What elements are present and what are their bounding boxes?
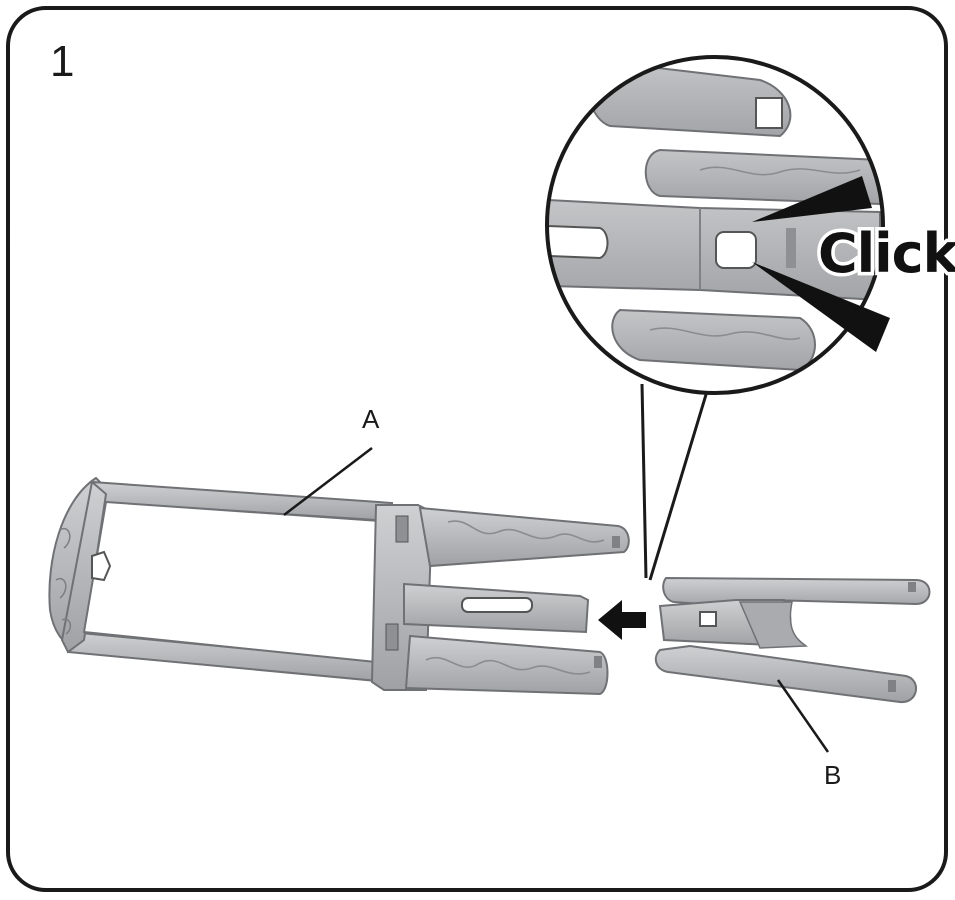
part-a-hub-slot-top — [395, 515, 409, 543]
part-a-lower-prong-tip — [594, 656, 602, 668]
part-a — [48, 476, 630, 696]
arrow-left-icon — [598, 600, 646, 640]
step-number: 1 — [50, 37, 74, 86]
part-a-end-texture — [55, 527, 72, 635]
leader-line-a — [283, 447, 373, 516]
part-a-hub-slot-bottom — [385, 623, 399, 651]
part-b-upper-arm-tip — [908, 582, 916, 592]
label-b: B — [824, 760, 841, 790]
click-burst-icon — [752, 176, 890, 352]
part-a-clip — [91, 550, 112, 582]
part-b-lower-arm-tip — [888, 680, 896, 692]
zoom-detail — [547, 57, 883, 393]
part-b — [654, 576, 931, 704]
zoom-lock-hole — [715, 231, 757, 269]
part-a-upper-prong-texture — [447, 520, 605, 543]
part-b-stem — [738, 601, 809, 649]
part-a-upper-prong — [418, 506, 630, 568]
part-b-lower-arm — [654, 644, 917, 704]
part-a-lower-prong-texture — [425, 657, 591, 675]
click-sound-text: Click — [818, 222, 955, 285]
leader-line-b — [776, 679, 830, 753]
part-b-connector-hole — [699, 611, 717, 627]
zoom-circle-border — [545, 55, 885, 395]
zoom-pointer-right — [648, 387, 710, 581]
zoom-pointer-left — [640, 383, 648, 579]
part-a-upper-prong-tip — [612, 536, 620, 548]
part-a-tongue-slot — [461, 597, 533, 613]
zoom-lower-piece — [611, 308, 816, 372]
part-a-left-side — [60, 480, 108, 654]
label-a: A — [362, 404, 380, 434]
